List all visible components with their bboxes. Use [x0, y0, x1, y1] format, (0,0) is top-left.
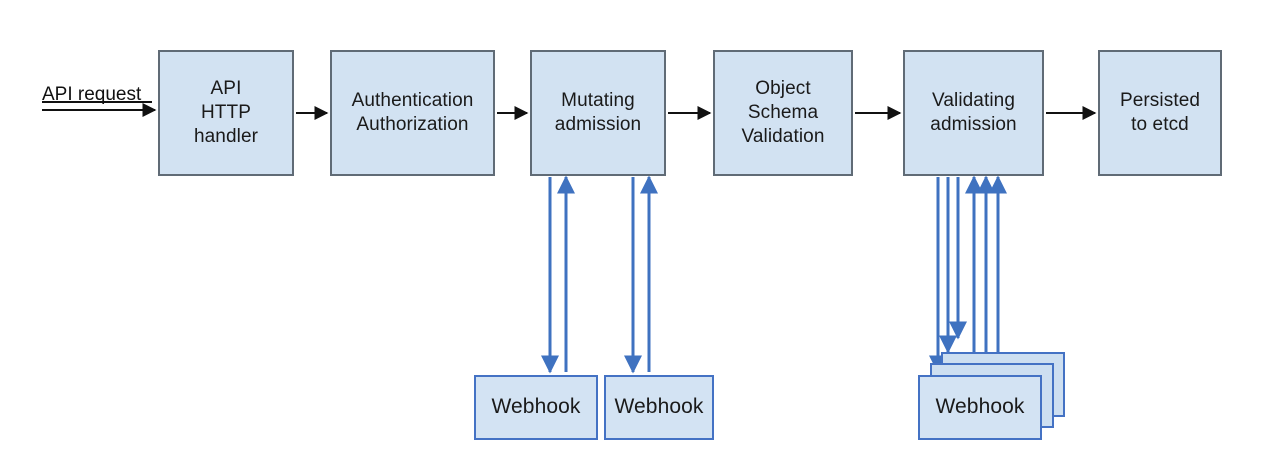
- pipeline-node-mutating-admission: Mutating admission: [530, 50, 666, 176]
- webhook-node-mutating-webhook-1: Webhook: [474, 375, 598, 440]
- webhook-node-mutating-webhook-2: Webhook: [604, 375, 714, 440]
- pipeline-node-validating-admission: Validating admission: [903, 50, 1044, 176]
- pipeline-node-persisted-to-etcd: Persisted to etcd: [1098, 50, 1222, 176]
- pipeline-node-api-http-handler: API HTTP handler: [158, 50, 294, 176]
- webhook-node-validating-webhook-1: Webhook: [918, 375, 1042, 440]
- pipeline-node-object-schema: Object Schema Validation: [713, 50, 853, 176]
- webhook-arrows: [541, 175, 1007, 374]
- pipeline-node-authentication: Authentication Authorization: [330, 50, 495, 176]
- api-request-label: API request: [42, 84, 142, 105]
